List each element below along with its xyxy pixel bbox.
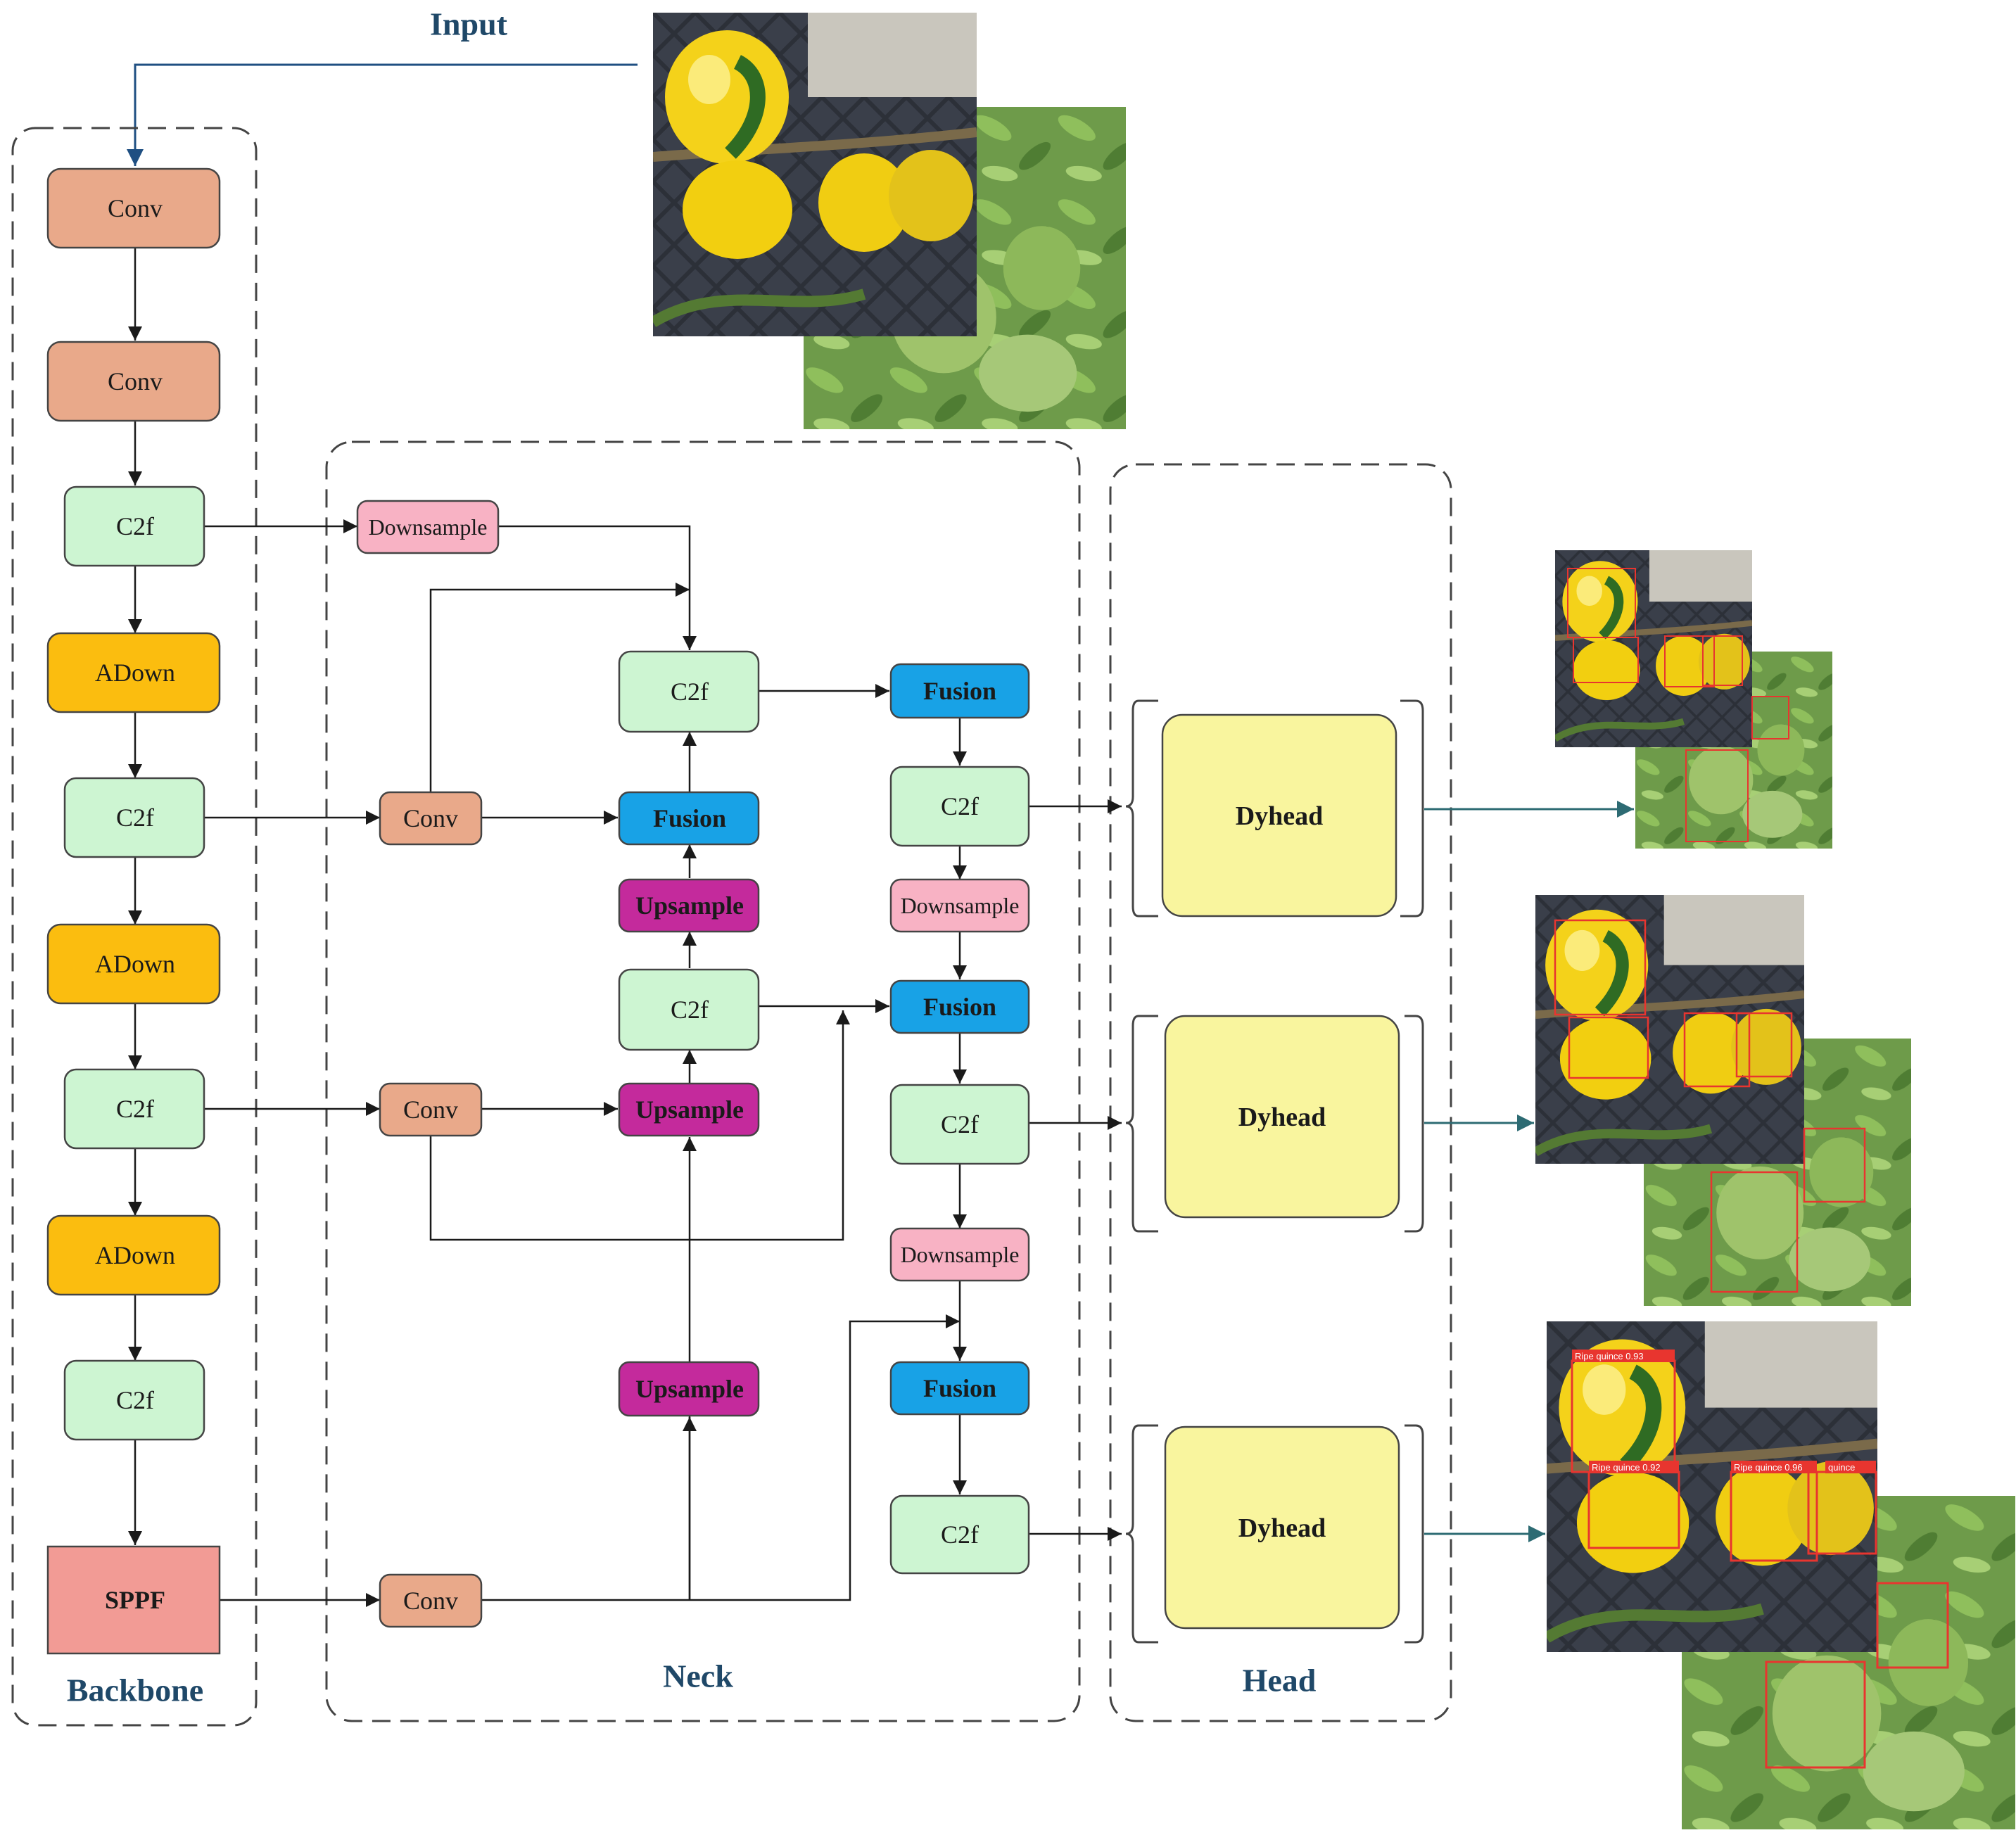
neck-label: Neck: [663, 1658, 733, 1694]
dyhead-2-label: Dyhead: [1238, 1103, 1326, 1132]
neck-upsample-2-label: Upsample: [635, 1096, 744, 1124]
neck-upsample-1-label: Upsample: [635, 891, 744, 920]
neck-downsample-top-label: Downsample: [369, 514, 488, 540]
input-image-stack: [653, 13, 1126, 429]
neck-downsample-2-label: Downsample: [901, 1242, 1020, 1267]
neck-conv-mid: [379, 791, 483, 846]
backbone-conv-1-label: Conv: [108, 194, 163, 222]
input-arrow: [127, 63, 638, 166]
backbone-c2f-4-label: C2f: [116, 1386, 154, 1414]
backbone-c2f-2-label: C2f: [116, 804, 154, 832]
output-image-3: Ripe quince 0.93 Ripe quince 0.92 Ripe q…: [1547, 1321, 2015, 1829]
backbone-adown-3: [46, 1214, 221, 1296]
backbone-c2f-1: [63, 485, 205, 567]
backbone-conv-2: [46, 341, 221, 422]
backbone-label: Backbone: [67, 1672, 203, 1708]
backbone-adown-2-label: ADown: [95, 950, 175, 978]
neck-c2f-out-2-label: C2f: [941, 1110, 979, 1138]
neck-c2f-out-3-label: C2f: [941, 1520, 979, 1549]
neck-c2f-out-2: [889, 1084, 1030, 1165]
head-frame: [1109, 463, 1452, 1722]
neck-downsample-2: [889, 1227, 1030, 1282]
neck-upsample-3-label: Upsample: [635, 1375, 744, 1403]
output-image-2: [1535, 895, 1911, 1306]
neck-fusion-left-label: Fusion: [653, 804, 726, 832]
dyhead-3: [1164, 1426, 1400, 1630]
backbone-conv-1: [46, 167, 221, 249]
neck-upsample-3: [618, 1361, 760, 1417]
backbone-c2f-4: [63, 1359, 205, 1441]
backbone-c2f-3: [63, 1068, 205, 1150]
neck-frame: [325, 440, 1081, 1722]
neck-fusion-3-label: Fusion: [923, 1374, 996, 1402]
output-image-1: [1555, 550, 1832, 849]
backbone-adown-3-label: ADown: [95, 1241, 175, 1269]
backbone-c2f-3-label: C2f: [116, 1095, 154, 1123]
backbone-conv-2-label: Conv: [108, 367, 163, 395]
neck-conv-low-label: Conv: [403, 1096, 458, 1124]
neck-fusion-2: [889, 979, 1030, 1034]
dyhead-1: [1161, 713, 1397, 918]
dyhead-2-bracket-left: [1125, 1015, 1158, 1233]
neck-conv-low: [379, 1082, 483, 1137]
dyhead-1-bracket-left: [1125, 699, 1158, 918]
edge-convlow-fusion2: [429, 1010, 850, 1241]
neck-c2f-mid-label: C2f: [671, 996, 709, 1024]
neck-fusion-1: [889, 663, 1030, 719]
neck-c2f-top: [618, 650, 760, 733]
head: Dyhead Dyhead Dyhead: [1125, 699, 1424, 1644]
edge-downsample-c2f: [498, 525, 697, 650]
det-box-5: [1765, 1661, 1866, 1769]
neck-downsample-1-label: Downsample: [901, 893, 1020, 918]
head-label: Head: [1243, 1663, 1317, 1699]
det-label-3: Ripe quince 0.96: [1734, 1462, 1803, 1473]
backbone-adown-1-label: ADown: [95, 659, 175, 687]
neck-conv-sppf-label: Conv: [403, 1587, 458, 1615]
det-label-4: quince: [1828, 1462, 1855, 1473]
connectors: [128, 248, 1122, 1607]
dyhead-1-bracket-right: [1400, 699, 1424, 918]
backbone-c2f-1-label: C2f: [116, 512, 154, 540]
neck-conv-sppf: [379, 1573, 483, 1628]
edge-convsppf-fusion3: [481, 1314, 960, 1601]
neck-fusion-3: [889, 1361, 1030, 1416]
neck-c2f-top-label: C2f: [671, 678, 709, 706]
det-box-6: [1876, 1582, 1949, 1669]
input-photo-yellow: [653, 13, 977, 336]
neck-downsample-top: [356, 500, 500, 554]
neck-c2f-out-3: [889, 1494, 1030, 1575]
neck-c2f-out-1-label: C2f: [941, 792, 979, 820]
det-label-2: Ripe quince 0.92: [1592, 1462, 1661, 1473]
dyhead-2: [1164, 1015, 1400, 1219]
backbone-sppf: [46, 1545, 221, 1655]
neck: Downsample Conv Conv Conv C2f Fusion Ups…: [356, 500, 1030, 1628]
dyhead-3-label: Dyhead: [1238, 1513, 1326, 1543]
backbone-sppf-label: SPPF: [105, 1586, 165, 1614]
det-label-1: Ripe quince 0.93: [1575, 1351, 1644, 1361]
neck-c2f-out-1: [889, 766, 1030, 847]
backbone-c2f-2: [63, 777, 205, 858]
head-output-arrows: [1424, 801, 1634, 1542]
input-title: Input: [430, 6, 508, 42]
edge-conv-c2f-top: [429, 583, 690, 792]
neck-fusion-2-label: Fusion: [923, 993, 996, 1021]
neck-fusion-1-label: Fusion: [923, 677, 996, 705]
neck-conv-mid-label: Conv: [403, 804, 458, 832]
neck-fusion-left: [618, 791, 760, 846]
backbone-frame: [11, 127, 258, 1727]
neck-upsample-2: [618, 1082, 760, 1137]
neck-downsample-1: [889, 878, 1030, 933]
dyhead-3-bracket-left: [1125, 1424, 1158, 1644]
backbone: Conv Conv C2f ADown C2f ADown C2f ADown …: [46, 167, 221, 1655]
neck-c2f-mid: [618, 968, 760, 1051]
backbone-adown-2: [46, 923, 221, 1005]
neck-upsample-1: [618, 878, 760, 933]
dyhead-3-bracket-right: [1405, 1424, 1424, 1644]
backbone-adown-1: [46, 632, 221, 713]
dyhead-1-label: Dyhead: [1236, 801, 1324, 831]
dyhead-2-bracket-right: [1405, 1015, 1424, 1233]
